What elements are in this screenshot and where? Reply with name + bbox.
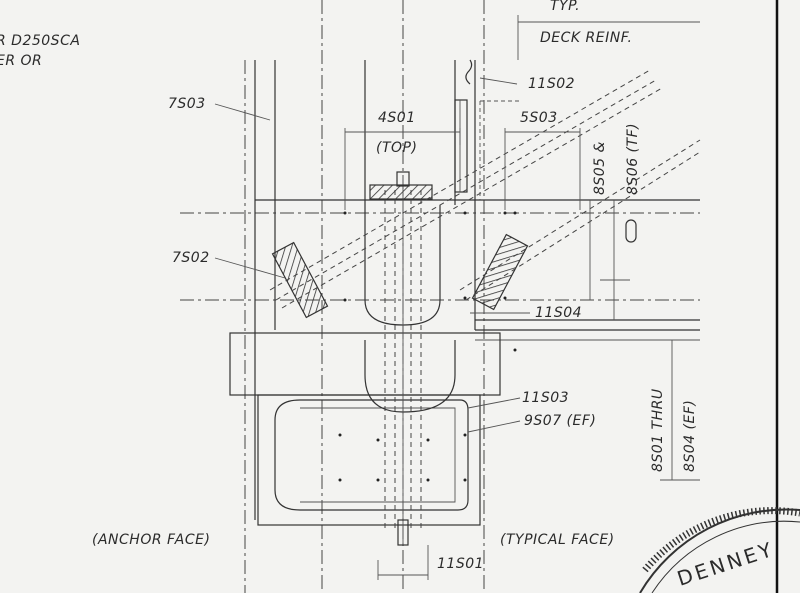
tendon-bundle [384, 175, 422, 546]
bearing-block-left [271, 241, 329, 319]
label-8s05: 8S05 & [592, 141, 608, 195]
label-deck-reinf: DECK REINF. [540, 30, 632, 46]
label-anchor-face: (ANCHOR FACE) [92, 532, 210, 548]
note-line-2: ER OR [0, 53, 42, 69]
label-7s02: 7S02 [172, 250, 210, 266]
label-11s01: 11S01 [437, 556, 484, 572]
stirrup-9s07 [274, 399, 469, 511]
label-8s06: 8S06 (TF) [625, 123, 641, 195]
label-typ: TYP. [550, 0, 580, 14]
bearing-block-right [471, 233, 529, 311]
label-5s03: 5S03 [520, 110, 558, 126]
label-8s04: 8S04 (EF) [682, 400, 698, 472]
label-7s03: 7S03 [168, 96, 206, 112]
label-typical-face: (TYPICAL FACE) [500, 532, 615, 548]
label-4s01: 4S01 [378, 110, 416, 126]
slot [625, 219, 637, 243]
diagonal-deck-bars [269, 69, 701, 309]
label-11s03: 11S03 [522, 390, 569, 406]
anchor-head [369, 184, 433, 200]
label-11s02: 11S02 [528, 76, 575, 92]
bar-11s02 [454, 99, 468, 193]
engineer-seal [639, 507, 800, 593]
note-line-1: R D250SCA [0, 33, 80, 49]
seal-name: DENNEY [674, 537, 777, 591]
leader-lines [214, 77, 530, 433]
label-11s04: 11S04 [535, 305, 582, 321]
rebar-dots [338, 211, 517, 482]
label-top: (TOP) [376, 140, 417, 156]
dimensions [344, 15, 700, 580]
stirrup-inner [300, 407, 456, 503]
label-8s01: 8S01 THRU [650, 388, 666, 472]
lower-box [257, 394, 481, 526]
deck-outline [255, 199, 700, 341]
u-bar-lower [364, 340, 456, 413]
label-9s07: 9S07 (EF) [524, 413, 596, 429]
